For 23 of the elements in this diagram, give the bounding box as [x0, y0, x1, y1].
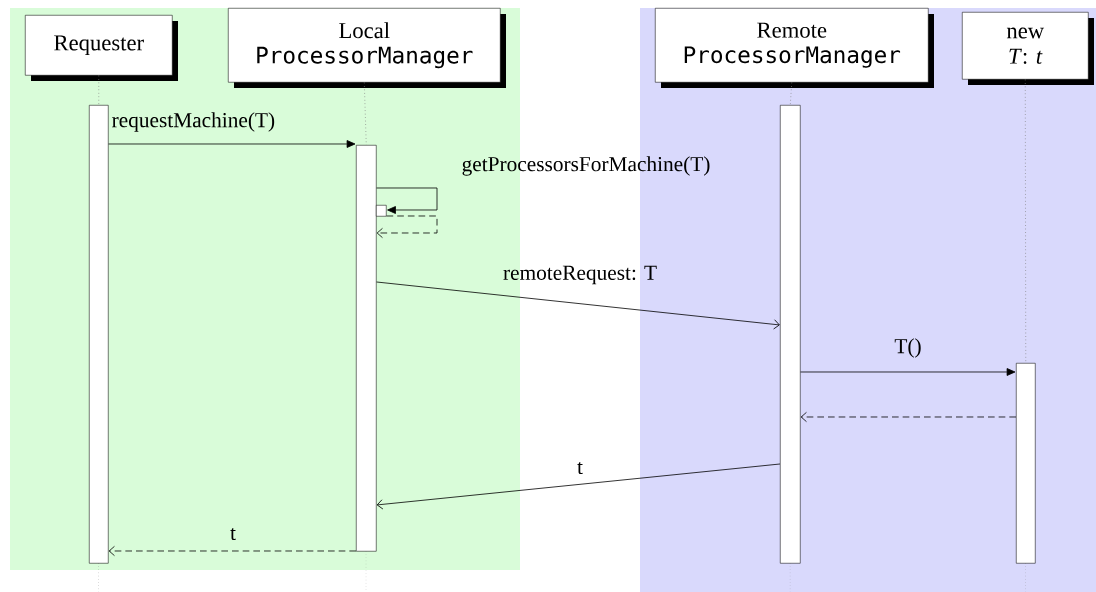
- lifeline-header: new T: t: [962, 12, 1094, 85]
- activation-bar: [89, 105, 109, 564]
- message-arrow: [108, 545, 357, 557]
- message-arrow: [800, 368, 1016, 376]
- message-label: remoteRequest: T: [503, 265, 657, 285]
- message-label: getProcessorsForMachine(T): [462, 156, 710, 176]
- message-arrow: [376, 463, 781, 510]
- message-arrow: [376, 187, 438, 214]
- message-label: t: [577, 461, 583, 475]
- message-arrow: [800, 411, 1017, 423]
- message-label: t: [230, 527, 236, 541]
- message-arrow: [376, 215, 438, 239]
- lifeline-header: Requester: [25, 15, 178, 81]
- lifeline-header: Remote ProcessorManager: [655, 8, 934, 88]
- message-label: requestMachine(T): [112, 112, 275, 132]
- lifeline-header: Local ProcessorManager: [228, 8, 506, 88]
- message-label: T(): [894, 338, 921, 358]
- message-arrow: [376, 281, 780, 330]
- activation-bar: [780, 105, 801, 564]
- lifeline: [363, 82, 367, 146]
- message-arrow: [108, 140, 356, 148]
- activation-bar: [376, 205, 387, 217]
- activation-bar: [1016, 363, 1036, 564]
